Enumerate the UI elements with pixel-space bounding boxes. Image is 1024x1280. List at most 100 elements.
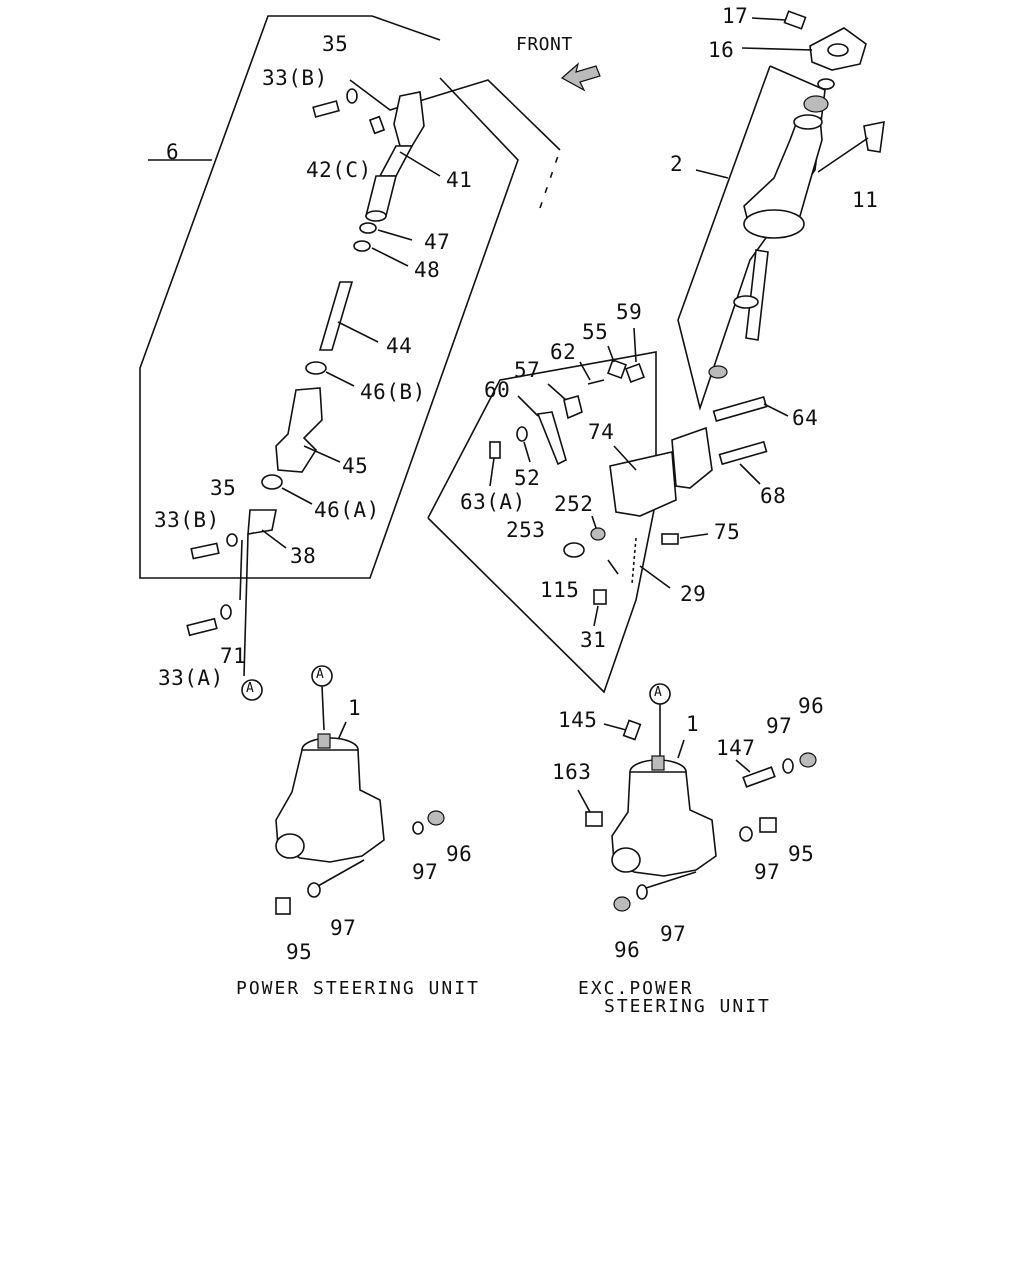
leader-97-left-b — [317, 859, 365, 887]
nut-59 — [625, 363, 645, 383]
callout-11: 11 — [852, 188, 879, 212]
leader-16 — [741, 47, 813, 51]
spring-62 — [587, 379, 605, 385]
leader-163 — [577, 789, 591, 813]
leader-41 — [399, 151, 441, 177]
callout-95-right: 95 — [788, 842, 815, 866]
column-shaft-nut — [708, 365, 728, 379]
callout-97-right-low: 97 — [660, 922, 687, 946]
washer-97-left-b — [307, 882, 321, 898]
callout-64: 64 — [792, 406, 819, 430]
leader-57 — [547, 383, 567, 401]
bolt-163 — [585, 811, 603, 827]
callout-97-left-a: 97 — [412, 860, 439, 884]
gear-body-left — [275, 749, 385, 863]
bolt-17 — [783, 10, 807, 30]
leader-62 — [579, 361, 591, 381]
callout-33a: 33(A) — [158, 666, 224, 690]
washer-71 — [220, 604, 232, 620]
callout-46a: 46(A) — [314, 498, 380, 522]
pin-115 — [607, 559, 619, 575]
callout-16: 16 — [708, 38, 735, 62]
callout-6: 6 — [166, 140, 180, 164]
bolt-63a — [489, 441, 501, 459]
callout-96-left: 96 — [446, 842, 473, 866]
callout-57: 57 — [514, 358, 541, 382]
callout-48: 48 — [414, 258, 441, 282]
callout-163: 163 — [552, 760, 592, 784]
callout-63a: 63(A) — [460, 490, 526, 514]
column-housing-top — [793, 114, 823, 130]
bolt-95-left — [275, 897, 291, 915]
callout-74: 74 — [588, 420, 615, 444]
plate-16-hole — [827, 43, 849, 57]
washer-97-right-low — [636, 884, 648, 900]
nut-252 — [590, 527, 606, 541]
leader-52 — [523, 441, 531, 463]
shaft-41 — [378, 145, 414, 177]
callout-42c: 42(C) — [306, 158, 372, 182]
callout-97-right-top: 97 — [766, 714, 793, 738]
cap-253 — [563, 542, 585, 558]
callout-75: 75 — [714, 520, 741, 544]
front-label: FRONT — [516, 34, 573, 55]
leader-1-right — [677, 739, 685, 759]
frame-group-6 — [139, 15, 519, 579]
callout-115: 115 — [540, 578, 580, 602]
callout-2: 2 — [670, 152, 684, 176]
callout-41: 41 — [446, 168, 473, 192]
leader-60 — [517, 395, 539, 417]
leader-11 — [817, 137, 869, 173]
callout-35-low: 35 — [210, 476, 237, 500]
washer-35-top — [346, 88, 358, 104]
callout-45: 45 — [342, 454, 369, 478]
leader-44 — [337, 321, 379, 343]
bearing-ring — [803, 95, 829, 113]
callout-47: 47 — [424, 230, 451, 254]
callout-35-top: 35 — [322, 32, 349, 56]
leader-a-mid — [321, 685, 325, 731]
shaft-41-end — [365, 210, 387, 222]
leader-1-left — [337, 721, 347, 741]
stud-147 — [742, 766, 776, 788]
leader-46b — [325, 371, 355, 387]
callout-71: 71 — [220, 644, 247, 668]
yoke-joint-41 — [393, 91, 425, 147]
callout-97-left-b: 97 — [330, 916, 357, 940]
leader-145 — [603, 723, 627, 731]
shaft-41-lower — [364, 175, 398, 217]
nut-96-left — [427, 810, 445, 826]
leader-252 — [591, 515, 597, 529]
washer-52 — [516, 426, 528, 442]
front-arrow-icon — [560, 62, 601, 92]
leader-a-left — [243, 533, 249, 677]
leader-47 — [377, 229, 413, 241]
bolt-33b-low — [190, 542, 220, 560]
leader-68 — [739, 463, 761, 485]
leader-64 — [763, 403, 789, 417]
leader-48 — [371, 247, 409, 267]
gear-output-right — [611, 847, 641, 873]
leader-2 — [695, 169, 729, 179]
column-shaft — [745, 249, 769, 341]
leader-55 — [607, 345, 615, 363]
ref-a-left-circle — [241, 679, 263, 701]
fitting-145 — [622, 719, 642, 741]
caption-exc-power-line1: EXC.POWER — [578, 978, 694, 999]
dashed-axis — [539, 149, 561, 209]
bolt-64 — [712, 396, 768, 422]
bolt-95-right — [759, 817, 777, 833]
callout-46b: 46(B) — [360, 380, 426, 404]
column-shaft-collar — [733, 295, 759, 309]
joint-38 — [247, 509, 277, 535]
bracket-plate — [671, 426, 713, 489]
ref-a-right: A — [654, 685, 663, 700]
leader-45 — [303, 445, 341, 463]
frame-group-2 — [677, 65, 826, 411]
gear-body-right — [611, 771, 717, 877]
leader-97-right-low — [645, 871, 697, 889]
callout-17: 17 — [722, 4, 749, 28]
cover-11 — [863, 120, 885, 153]
clip-ring — [817, 78, 835, 90]
washer-97-right-mid — [739, 826, 753, 842]
